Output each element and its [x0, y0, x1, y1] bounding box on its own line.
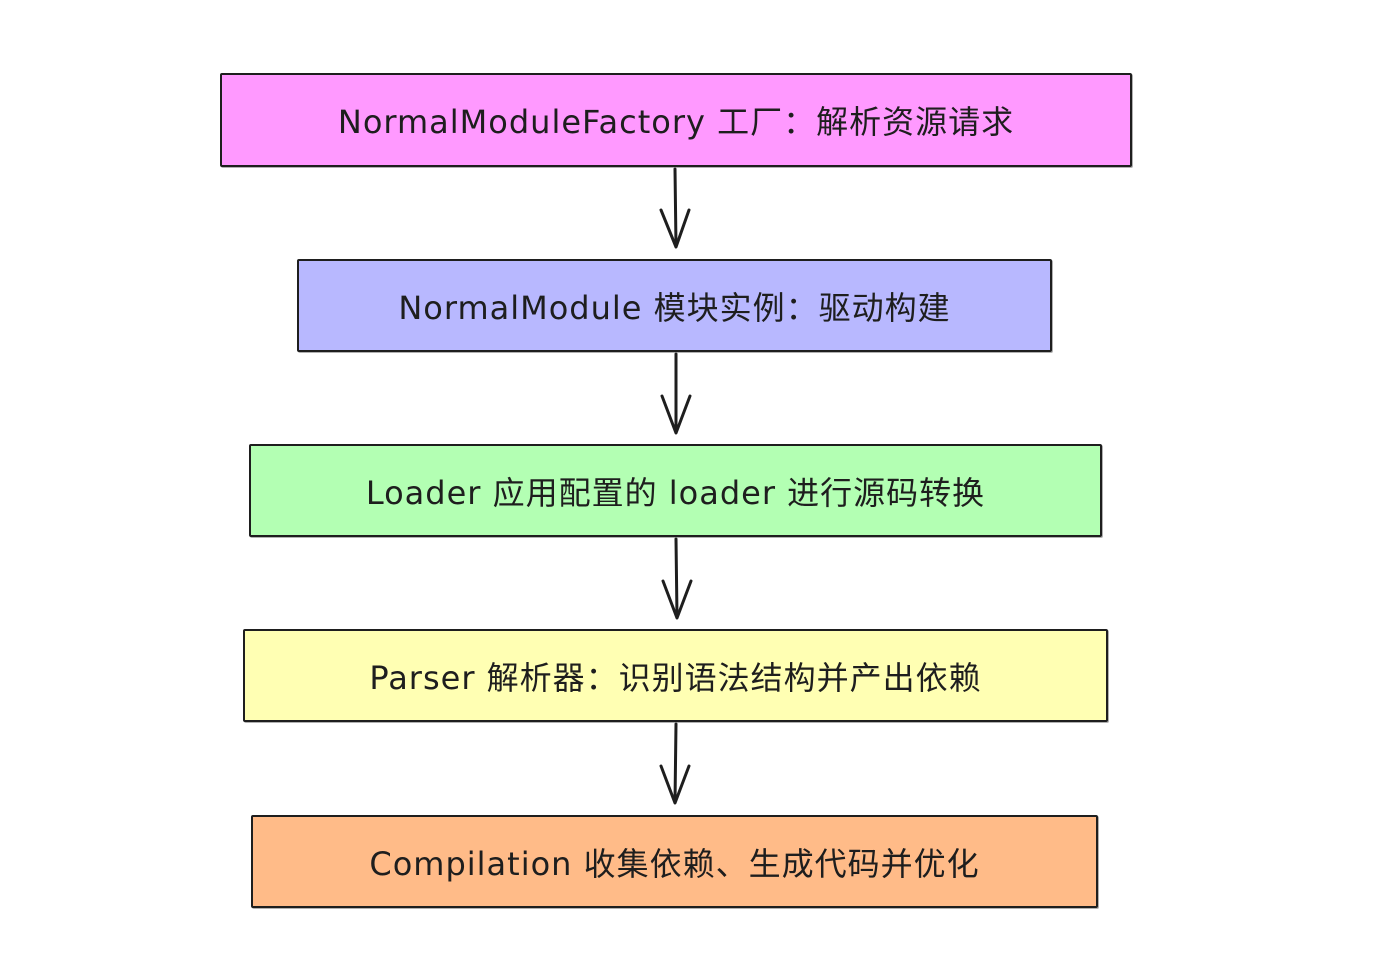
arrow-3-to-4	[661, 537, 693, 620]
arrow-4-to-5	[659, 722, 691, 805]
arrow-1-to-2	[659, 167, 691, 249]
step-loader: Loader 应用配置的 loader 进行源码转换	[249, 444, 1102, 537]
step-label: Loader 应用配置的 loader 进行源码转换	[365, 473, 986, 512]
step-label: NormalModule 模块实例：驱动构建	[398, 288, 951, 327]
step-parser: Parser 解析器：识别语法结构并产出依赖	[243, 629, 1108, 722]
arrow-2-to-3	[660, 352, 692, 435]
step-label: Compilation 收集依赖、生成代码并优化	[369, 844, 980, 883]
step-label: NormalModuleFactory 工厂：解析资源请求	[337, 103, 1015, 141]
step-normal-module: NormalModule 模块实例：驱动构建	[297, 259, 1052, 352]
step-label: Parser 解析器：识别语法结构并产出依赖	[369, 658, 982, 697]
step-compilation: Compilation 收集依赖、生成代码并优化	[251, 815, 1098, 908]
step-normal-module-factory: NormalModuleFactory 工厂：解析资源请求	[220, 73, 1132, 167]
